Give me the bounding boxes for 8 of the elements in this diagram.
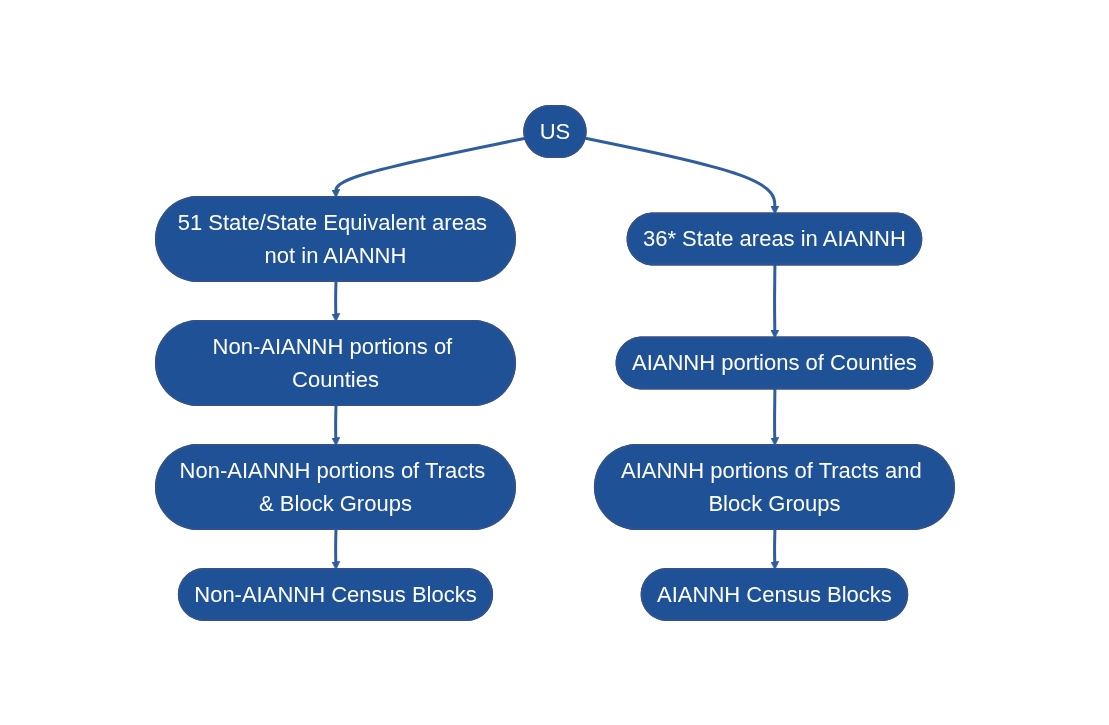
arrow: [769, 264, 779, 338]
arrow: [330, 528, 340, 570]
arrow: [769, 388, 779, 446]
arrow: [769, 528, 779, 570]
arrow: [330, 280, 340, 322]
arrow: [584, 136, 779, 214]
arrow: [330, 136, 526, 198]
arrow: [330, 404, 340, 446]
